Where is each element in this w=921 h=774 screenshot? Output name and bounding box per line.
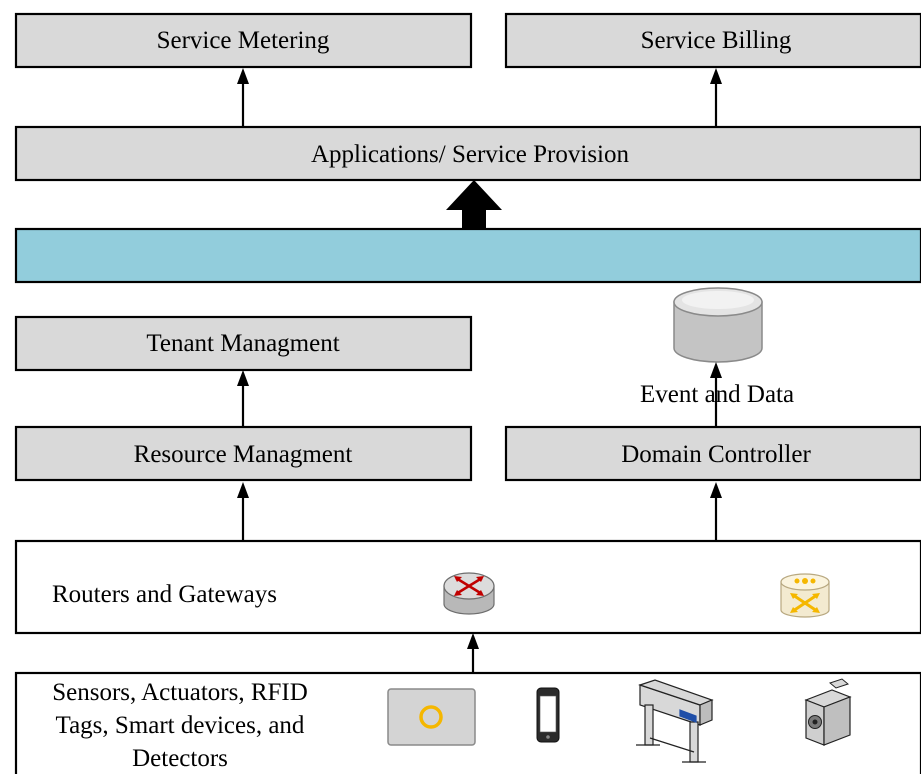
applications-box: Applications/ Service Provision: [14, 125, 921, 182]
arrow-domain-to-database: [710, 362, 722, 427]
arrow-applications-to-billing: [710, 68, 722, 127]
devices-label-line2: Tags, Smart devices, and: [56, 712, 305, 739]
service-billing-label: Service Billing: [641, 27, 792, 54]
resource-management-box: Resource Managment: [14, 425, 473, 482]
sensor-panel-icon: [387, 688, 476, 746]
middleware-band: [14, 227, 921, 284]
service-metering-label: Service Metering: [157, 27, 330, 54]
tenant-management-box: Tenant Managment: [14, 315, 473, 372]
block-arrow-up: [446, 180, 502, 229]
arrow-resource-to-tenant: [237, 370, 249, 427]
arrow-applications-to-metering: [237, 68, 249, 127]
switch-icon: [780, 573, 830, 618]
applications-label: Applications/ Service Provision: [311, 141, 630, 168]
router-icon: [443, 572, 495, 615]
database-icon: [673, 287, 763, 363]
resource-management-label: Resource Managment: [134, 441, 353, 468]
service-billing-box: Service Billing: [504, 12, 921, 69]
devices-label-line3: Detectors: [132, 745, 228, 772]
printer-icon: [636, 679, 714, 763]
tenant-management-label: Tenant Managment: [146, 330, 339, 357]
arrow-routers-to-resource: [237, 482, 249, 541]
domain-controller-label: Domain Controller: [621, 441, 811, 468]
domain-controller-box: Domain Controller: [504, 425, 921, 482]
camera-icon: [804, 678, 852, 746]
routers-gateways-label: Routers and Gateways: [52, 581, 277, 608]
arrow-devices-to-routers: [467, 633, 479, 673]
arrow-routers-to-domain: [710, 482, 722, 541]
smartphone-icon: [536, 687, 560, 743]
service-metering-box: Service Metering: [14, 12, 473, 69]
devices-label-line1: Sensors, Actuators, RFID: [52, 679, 308, 706]
